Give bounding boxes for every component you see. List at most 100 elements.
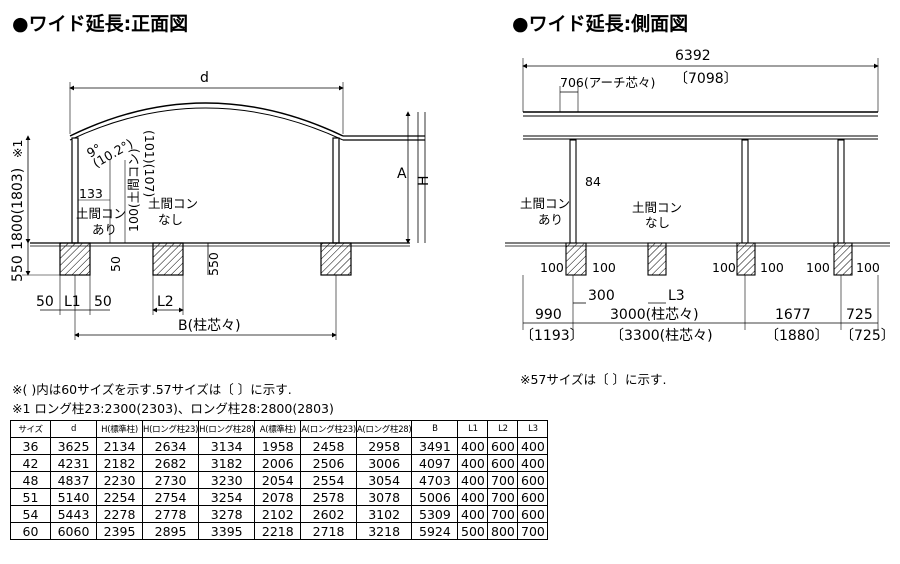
table-cell: 500 (457, 522, 489, 540)
table-cell: 2134 (96, 437, 143, 455)
table-cell: 2006 (254, 454, 302, 472)
table-header-cell: A(標準柱) (254, 420, 302, 438)
table-cell: 54 (10, 505, 51, 523)
table-cell: 2078 (254, 488, 302, 506)
front-1800-label: 1800(1803) (10, 168, 26, 250)
front-foundation-left (59, 242, 91, 276)
table-cell: 1958 (254, 437, 302, 455)
table-cell: 600 (517, 505, 549, 523)
table-cell: 60 (10, 522, 51, 540)
table-cell: 400 (457, 454, 489, 472)
side-dohama-nashi: 土間コン (632, 200, 682, 215)
table-cell: 2778 (141, 505, 200, 523)
table-cell: 36 (10, 437, 51, 455)
table-cell: 5140 (50, 488, 97, 506)
table-cell: 400 (457, 505, 489, 523)
front-foundation-right (320, 242, 352, 276)
table-cell: 2554 (300, 471, 357, 489)
table-header-cell: A(ロング柱23) (300, 420, 357, 438)
table-cell: 4097 (411, 454, 459, 472)
front-h-label: H (416, 175, 432, 186)
side-view (505, 58, 890, 330)
table-cell: 5443 (50, 505, 97, 523)
table-header-cell: d (50, 420, 97, 438)
table-cell: 2506 (300, 454, 357, 472)
side-dohama-ari: 土間コン (520, 196, 570, 211)
table-cell: 4703 (411, 471, 459, 489)
side-title: ●ワイド延長:側面図 (512, 13, 688, 35)
front-post-right (332, 137, 340, 244)
table-cell: 400 (517, 437, 549, 455)
table-header-cell: L2 (487, 420, 519, 438)
side-84: 84 (585, 174, 601, 189)
side-ari: あり (538, 212, 563, 227)
side-c100-6: 100 (856, 260, 880, 275)
table-cell: 2578 (300, 488, 357, 506)
table-cell: 600 (517, 471, 549, 489)
table-cell: 3054 (355, 471, 413, 489)
front-100-top: 100(土間コン) (126, 148, 141, 232)
table-cell: 3395 (198, 522, 256, 540)
side-foundation-2 (647, 242, 667, 276)
side-c100-4: 100 (760, 260, 784, 275)
side-725: 725 (846, 307, 873, 323)
table-cell: 600 (517, 488, 549, 506)
side-1880: 〔1880〕 (765, 328, 829, 344)
side-L3: L3 (668, 288, 685, 304)
table-cell: 2682 (141, 454, 200, 472)
table-header-cell: H(ロング柱23) (141, 420, 200, 438)
table-cell: 700 (487, 505, 519, 523)
table-header-cell: H(標準柱) (96, 420, 143, 438)
side-990: 990 (535, 307, 562, 323)
note-line-1: ※( )内は60サイズを示す.57サイズは〔 〕に示す. (12, 382, 292, 397)
front-b50a: 50 (36, 294, 54, 310)
side-foundation-4 (833, 242, 853, 276)
table-cell: 700 (487, 471, 519, 489)
table-cell: 48 (10, 471, 51, 489)
front-L2: L2 (157, 294, 174, 310)
table-cell: 2054 (254, 471, 302, 489)
table-header-cell: サイズ (10, 420, 51, 438)
side-3300: 〔3300(柱芯々) (610, 328, 713, 344)
table-cell: 2278 (96, 505, 143, 523)
side-3000: 3000(柱芯々) (610, 307, 699, 323)
table-cell: 600 (487, 454, 519, 472)
table-cell: 42 (10, 454, 51, 472)
table-cell: 2895 (141, 522, 200, 540)
table-cell: 400 (457, 437, 489, 455)
table-cell: 5006 (411, 488, 459, 506)
table-header-cell: L3 (517, 420, 549, 438)
table-cell: 400 (457, 488, 489, 506)
table-cell: 6060 (50, 522, 97, 540)
front-foundation-mid (152, 242, 184, 276)
front-dohama-ari: 土間コン (76, 206, 126, 221)
table-cell: 2754 (141, 488, 200, 506)
front-50v: 50 (108, 256, 123, 272)
table-cell: 3254 (198, 488, 256, 506)
table-cell: 51 (10, 488, 51, 506)
table-cell: 3278 (198, 505, 256, 523)
table-cell: 2254 (96, 488, 143, 506)
front-dohama-nashi: 土間コン (148, 196, 198, 211)
table-header-cell: A(ロング柱28) (355, 420, 413, 438)
table-header-cell: L1 (457, 420, 489, 438)
front-d-label: d (200, 70, 209, 86)
side-post-3 (837, 139, 845, 244)
table-cell: 3134 (198, 437, 256, 455)
side-arch: 706(アーチ芯々) (560, 75, 655, 90)
table-cell: 2395 (96, 522, 143, 540)
table-cell: 4231 (50, 454, 97, 472)
table-cell: 700 (487, 488, 519, 506)
table-cell: 3102 (355, 505, 413, 523)
side-725b: 〔725〕 (840, 328, 895, 344)
table-cell: 2182 (96, 454, 143, 472)
front-note-mark: ※1 (10, 140, 25, 158)
side-300: 300 (588, 288, 615, 304)
table-cell: 400 (517, 454, 549, 472)
side-foundation-3 (736, 242, 756, 276)
table-cell: 2602 (300, 505, 357, 523)
side-c100-5: 100 (806, 260, 830, 275)
